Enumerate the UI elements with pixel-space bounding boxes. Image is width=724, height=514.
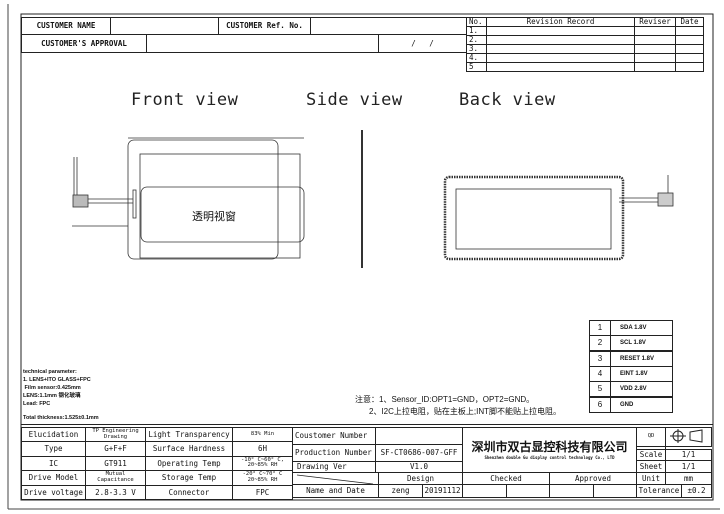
customer-number-label: Coustomer Number [292, 427, 376, 445]
spec-label: Elucidation [21, 427, 86, 443]
pin-number: 5 [589, 381, 611, 398]
pin-name: VDD 2.8V [610, 381, 673, 398]
customer-name-label: CUSTOMER NAME [21, 17, 111, 35]
spec-label: Operating Temp [145, 455, 233, 472]
spec-value: 83% Min [232, 427, 293, 443]
note-1: 注意：1、Sensor_ID:OPT1=GND，OPT2=GND。 [355, 395, 535, 404]
side-view-title: Side view [306, 90, 403, 110]
pin-number: 3 [589, 350, 611, 367]
company-block: 深圳市双古显控科技有限公司 Shenzhen double Gu display… [462, 427, 637, 473]
spec-value: Mutual Capacitance [85, 470, 146, 486]
tech-line-5: Total thickness:1.525±0.1mm [23, 415, 99, 421]
tech-line-3: LENS:1.1mm 钢化玻璃 [23, 393, 81, 399]
customer-number-value [375, 427, 463, 445]
checked-name[interactable] [462, 484, 507, 498]
spec-value: TP Engineering Drawing [85, 427, 146, 443]
spec-value: GT911 [85, 455, 146, 472]
divider [21, 424, 713, 425]
front-view-drawing [72, 137, 305, 260]
spec-label: Light Transparency [145, 427, 233, 443]
tolerance-label: Tolerance [636, 484, 682, 498]
pin-number: 4 [589, 365, 611, 382]
spec-label: Type [21, 441, 86, 457]
approval-field[interactable] [146, 34, 379, 53]
rev-row-record[interactable] [486, 62, 635, 72]
approved-date[interactable] [593, 484, 637, 498]
tech-title: technical parameter: [23, 369, 77, 375]
production-number-value: SF-CT0686-007-GFF [375, 444, 463, 462]
tech-line-4: Lead: FPC [23, 401, 51, 407]
rev-row-reviser[interactable] [634, 62, 676, 72]
pin-name: EINT 1.8V [610, 365, 673, 382]
company-name-en: Shenzhen double Gu display control techn… [484, 454, 615, 460]
projection-symbol-icon [665, 427, 712, 447]
customer-ref-label: CUSTOMER Ref. No. [218, 17, 311, 35]
rev-row-date[interactable] [675, 62, 704, 72]
spec-label: Surface Hardness [145, 441, 233, 457]
revision-table: No. Revision Record Reviser Date 1.2.3.4… [466, 17, 704, 72]
tolerance-value: ±0.2 [681, 484, 712, 498]
pin-number: 2 [589, 335, 611, 352]
spec-value: 6H [232, 441, 293, 457]
pin-name: GND [610, 396, 673, 413]
approved-name[interactable] [549, 484, 594, 498]
pin-name: RESET 1.8V [610, 350, 673, 367]
pin-number: 1 [589, 320, 611, 336]
production-number-label: Production Number [292, 444, 376, 462]
spec-label: Connector [145, 484, 233, 500]
name-date-label: Name and Date [292, 484, 379, 498]
company-name-cn: 深圳市双古显控科技有限公司 [471, 439, 628, 454]
customer-ref-field[interactable] [310, 17, 467, 35]
tech-line-1: 1. LENS+ITO GLASS+FPC [23, 377, 91, 383]
spec-value: -10° C~60° C, 20~85% RH [232, 455, 293, 472]
spec-value: G+F+F [85, 441, 146, 457]
note-2: 2、I2C上拉电阻，贴在主板上;INT脚不能贴上拉电阻。 [369, 407, 562, 416]
title-block: Coustomer Number Production Number SF-CT… [292, 427, 712, 499]
pin-name: SCL 1.8V [610, 335, 673, 352]
customer-name-field[interactable] [110, 17, 219, 35]
front-view-title: Front view [131, 90, 239, 110]
approval-date: / / [378, 34, 467, 53]
spec-label: Drive Model [21, 470, 86, 486]
back-view-title: Back view [459, 90, 556, 110]
checked-date[interactable] [506, 484, 550, 498]
design-date: 20191112 [422, 484, 463, 498]
transparent-window-label: 透明视窗 [192, 210, 236, 223]
spec-label: IC [21, 455, 86, 472]
rev-row-no: 5 [466, 62, 487, 72]
spec-value: 2.8-3.3 V [85, 484, 146, 500]
back-view-drawing [443, 175, 674, 261]
designer-name: zeng [378, 484, 423, 498]
spec-label: Storage Temp [145, 470, 233, 486]
tech-line-2: Film sensor:0.425mm [23, 385, 81, 391]
approval-label: CUSTOMER'S APPROVAL [21, 34, 147, 53]
spec-value: FPC [232, 484, 293, 500]
pin-name: SDA 1.8V [610, 320, 673, 336]
spec-label: Drive voltage [21, 484, 86, 500]
spec-value: -20° C~70° C 20~85% RH [232, 470, 293, 486]
projection-label: QD [636, 427, 666, 447]
pin-number: 6 [589, 396, 611, 413]
